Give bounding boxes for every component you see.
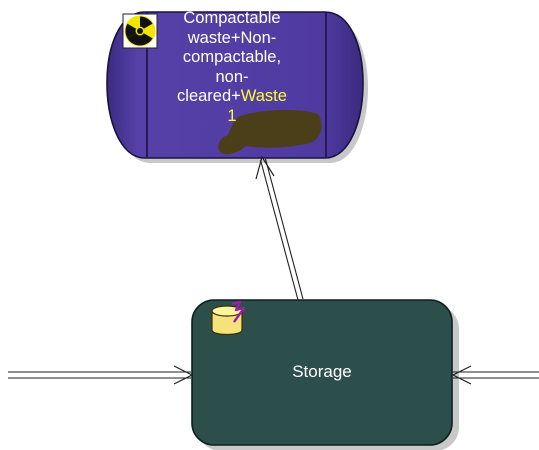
storage-to-waste-arrow[interactable] xyxy=(255,155,304,301)
waste-label-highlight-number: 1 xyxy=(227,106,237,125)
waste-label-line: compactable, xyxy=(182,48,282,66)
waste-label-line: cleared+Waste xyxy=(148,87,316,107)
waste-label-highlight: Waste xyxy=(240,87,287,105)
waste-node-label: Compactable waste+Non- compactable, non-… xyxy=(148,9,316,126)
waste-label-line: waste+Non- xyxy=(187,28,277,47)
waste-label-line: non- xyxy=(215,67,249,86)
radioactive-icon xyxy=(122,13,158,49)
waste-label-line: Compactable xyxy=(183,9,281,27)
storage-node[interactable] xyxy=(191,299,459,450)
waste-label-prefix: cleared+ xyxy=(177,87,241,105)
storage-node-label: Storage xyxy=(292,362,352,381)
waste-highlight-marker xyxy=(218,110,322,155)
storage-drum-icon xyxy=(211,300,246,336)
storage-node-body xyxy=(191,299,453,446)
waste-label-line: 1 xyxy=(148,107,316,127)
right-incoming-arrow[interactable] xyxy=(451,365,539,385)
left-incoming-arrow[interactable] xyxy=(8,365,194,385)
waste-node[interactable] xyxy=(106,11,368,163)
